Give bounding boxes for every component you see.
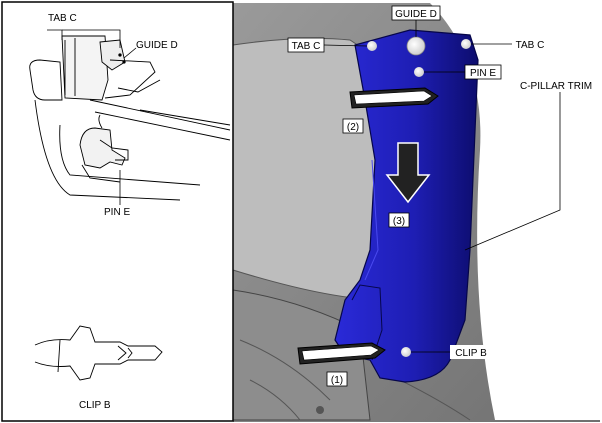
body-crease xyxy=(239,339,331,421)
body-crease xyxy=(399,379,471,421)
guide-d-label: GUIDE D xyxy=(395,9,437,20)
tab-c-right-label-box xyxy=(512,37,548,51)
pin-e-label: PIN E xyxy=(470,68,496,79)
trim-edge xyxy=(364,159,379,281)
bolt-hole xyxy=(316,406,324,414)
inset-leader-lines xyxy=(47,29,137,205)
arrow-step-1 xyxy=(297,342,386,365)
arrow-step-3 xyxy=(385,142,431,204)
tab-c-right-point xyxy=(461,39,471,49)
clip-b-label-box xyxy=(450,345,492,359)
rear-window-area xyxy=(430,3,600,420)
leader-lines xyxy=(323,20,561,353)
step-3-label: (3) xyxy=(393,216,405,227)
inset-clip-drawing xyxy=(34,325,163,381)
tab-c-left-point xyxy=(367,41,377,51)
inset-frame xyxy=(1,1,234,422)
pin-e-label-box xyxy=(464,64,502,80)
tab-c-left-label-box xyxy=(287,37,325,53)
inset-pin-e-label: PIN E xyxy=(104,207,130,218)
main-view: GUIDE D TAB C TAB C PIN E C-PILLAR TRIM … xyxy=(232,3,600,422)
step-1-label: (1) xyxy=(331,375,343,386)
clip-b-label: CLIP B xyxy=(455,348,487,359)
inset-guide-d-label: GUIDE D xyxy=(136,40,178,51)
c-pillar-trim xyxy=(334,29,479,383)
step-2-label: (2) xyxy=(347,122,359,133)
pin-e-point xyxy=(414,67,424,77)
inset-labels: TAB C GUIDE D PIN E CLIP B xyxy=(48,13,178,411)
trim-lower-step xyxy=(351,284,383,361)
guide-d-label-box xyxy=(391,5,441,21)
inset-clip-b-label: CLIP B xyxy=(79,400,111,411)
arrow-step-2 xyxy=(349,87,439,109)
inset-tab-c-label: TAB C xyxy=(48,13,77,24)
step-2-label-box xyxy=(342,118,364,134)
guide-d-point xyxy=(406,36,426,56)
main-labels: GUIDE D TAB C TAB C PIN E C-PILLAR TRIM … xyxy=(287,5,592,387)
tab-c-left-label: TAB C xyxy=(292,41,321,52)
step-3-label-box xyxy=(388,212,410,228)
inset-pin-drawing xyxy=(79,127,129,183)
c-pillar-trim-label: C-PILLAR TRIM xyxy=(520,81,592,92)
step-1-label-box xyxy=(326,371,348,387)
tab-c-right-label: TAB C xyxy=(516,40,545,51)
inset-tab-guide-drawing xyxy=(29,35,231,201)
inset-panel: TAB C GUIDE D PIN E CLIP B xyxy=(1,1,234,422)
clip-b-point xyxy=(401,347,411,357)
